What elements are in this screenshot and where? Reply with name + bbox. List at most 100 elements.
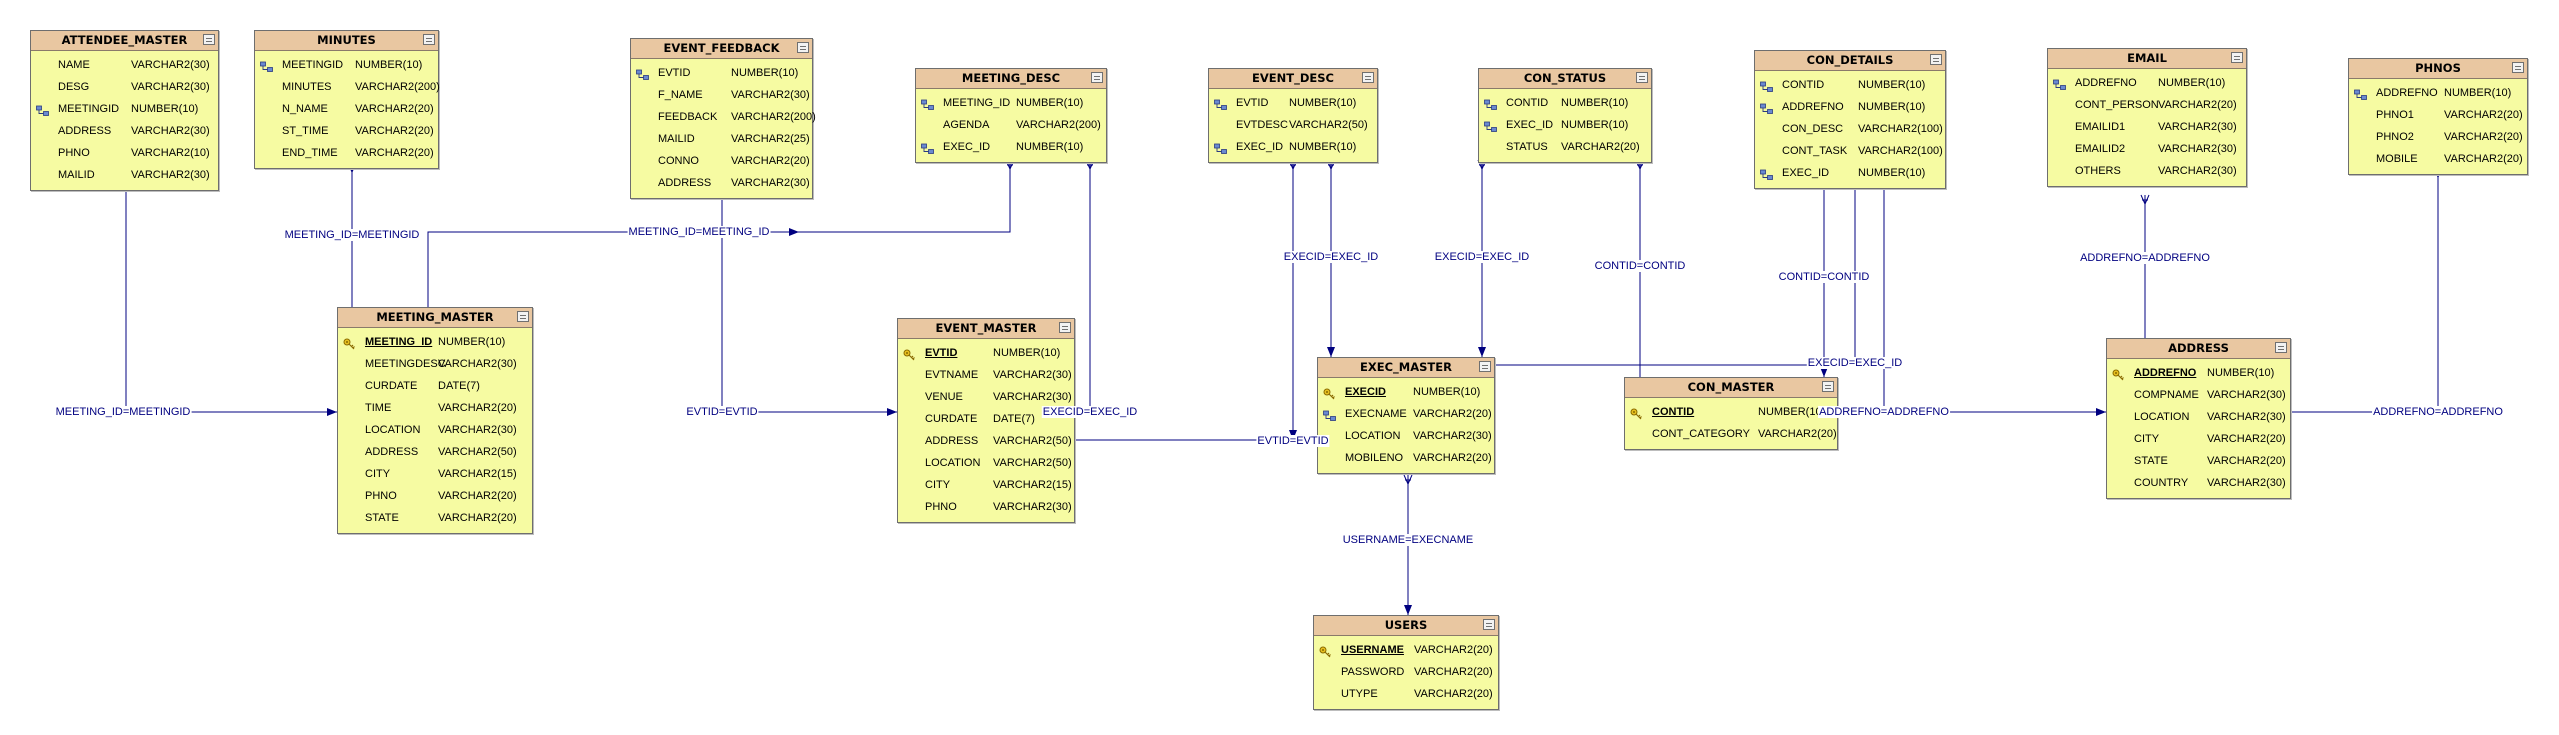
relationship-line[interactable] (2291, 167, 2443, 413)
entity-title[interactable]: EMAIL (2048, 49, 2246, 69)
entity-menu-icon[interactable] (1636, 72, 1648, 83)
entity-title[interactable]: CON_STATUS (1479, 69, 1651, 89)
entity-menu-icon[interactable] (2275, 342, 2287, 353)
entity-title[interactable]: EXEC_MASTER (1318, 358, 1494, 378)
entity-menu-icon[interactable] (423, 34, 435, 45)
entity-title[interactable]: PHNOS (2349, 59, 2527, 79)
entity-title[interactable]: USERS (1314, 616, 1498, 636)
relationship-line[interactable] (427, 228, 799, 307)
entity-title[interactable]: MEETING_DESC (916, 69, 1106, 89)
relationship-line[interactable] (2140, 194, 2150, 338)
relationship-line[interactable] (717, 182, 897, 416)
entity-menu-icon[interactable] (1483, 619, 1495, 630)
entity-menu-icon[interactable] (1822, 381, 1834, 392)
entity-title[interactable]: CON_MASTER (1625, 378, 1837, 398)
entity-menu-icon[interactable] (1479, 361, 1491, 372)
entity-menu-icon[interactable] (203, 34, 215, 45)
entity-title[interactable]: EVENT_FEEDBACK (631, 39, 812, 59)
entity-menu-icon[interactable] (2512, 62, 2524, 73)
relationship-line[interactable] (799, 159, 1015, 233)
entity-menu-icon[interactable] (1930, 54, 1942, 65)
entity-menu-icon[interactable] (517, 311, 529, 322)
entity-title[interactable]: ADDRESS (2107, 339, 2290, 359)
entity-menu-icon[interactable] (1362, 72, 1374, 83)
relationship-line[interactable] (1075, 159, 1095, 416)
relationship-line[interactable] (121, 172, 337, 416)
entity-title[interactable]: ATTENDEE_MASTER (31, 31, 218, 51)
entity-menu-icon[interactable] (1059, 322, 1071, 333)
entity-menu-icon[interactable] (1091, 72, 1103, 83)
